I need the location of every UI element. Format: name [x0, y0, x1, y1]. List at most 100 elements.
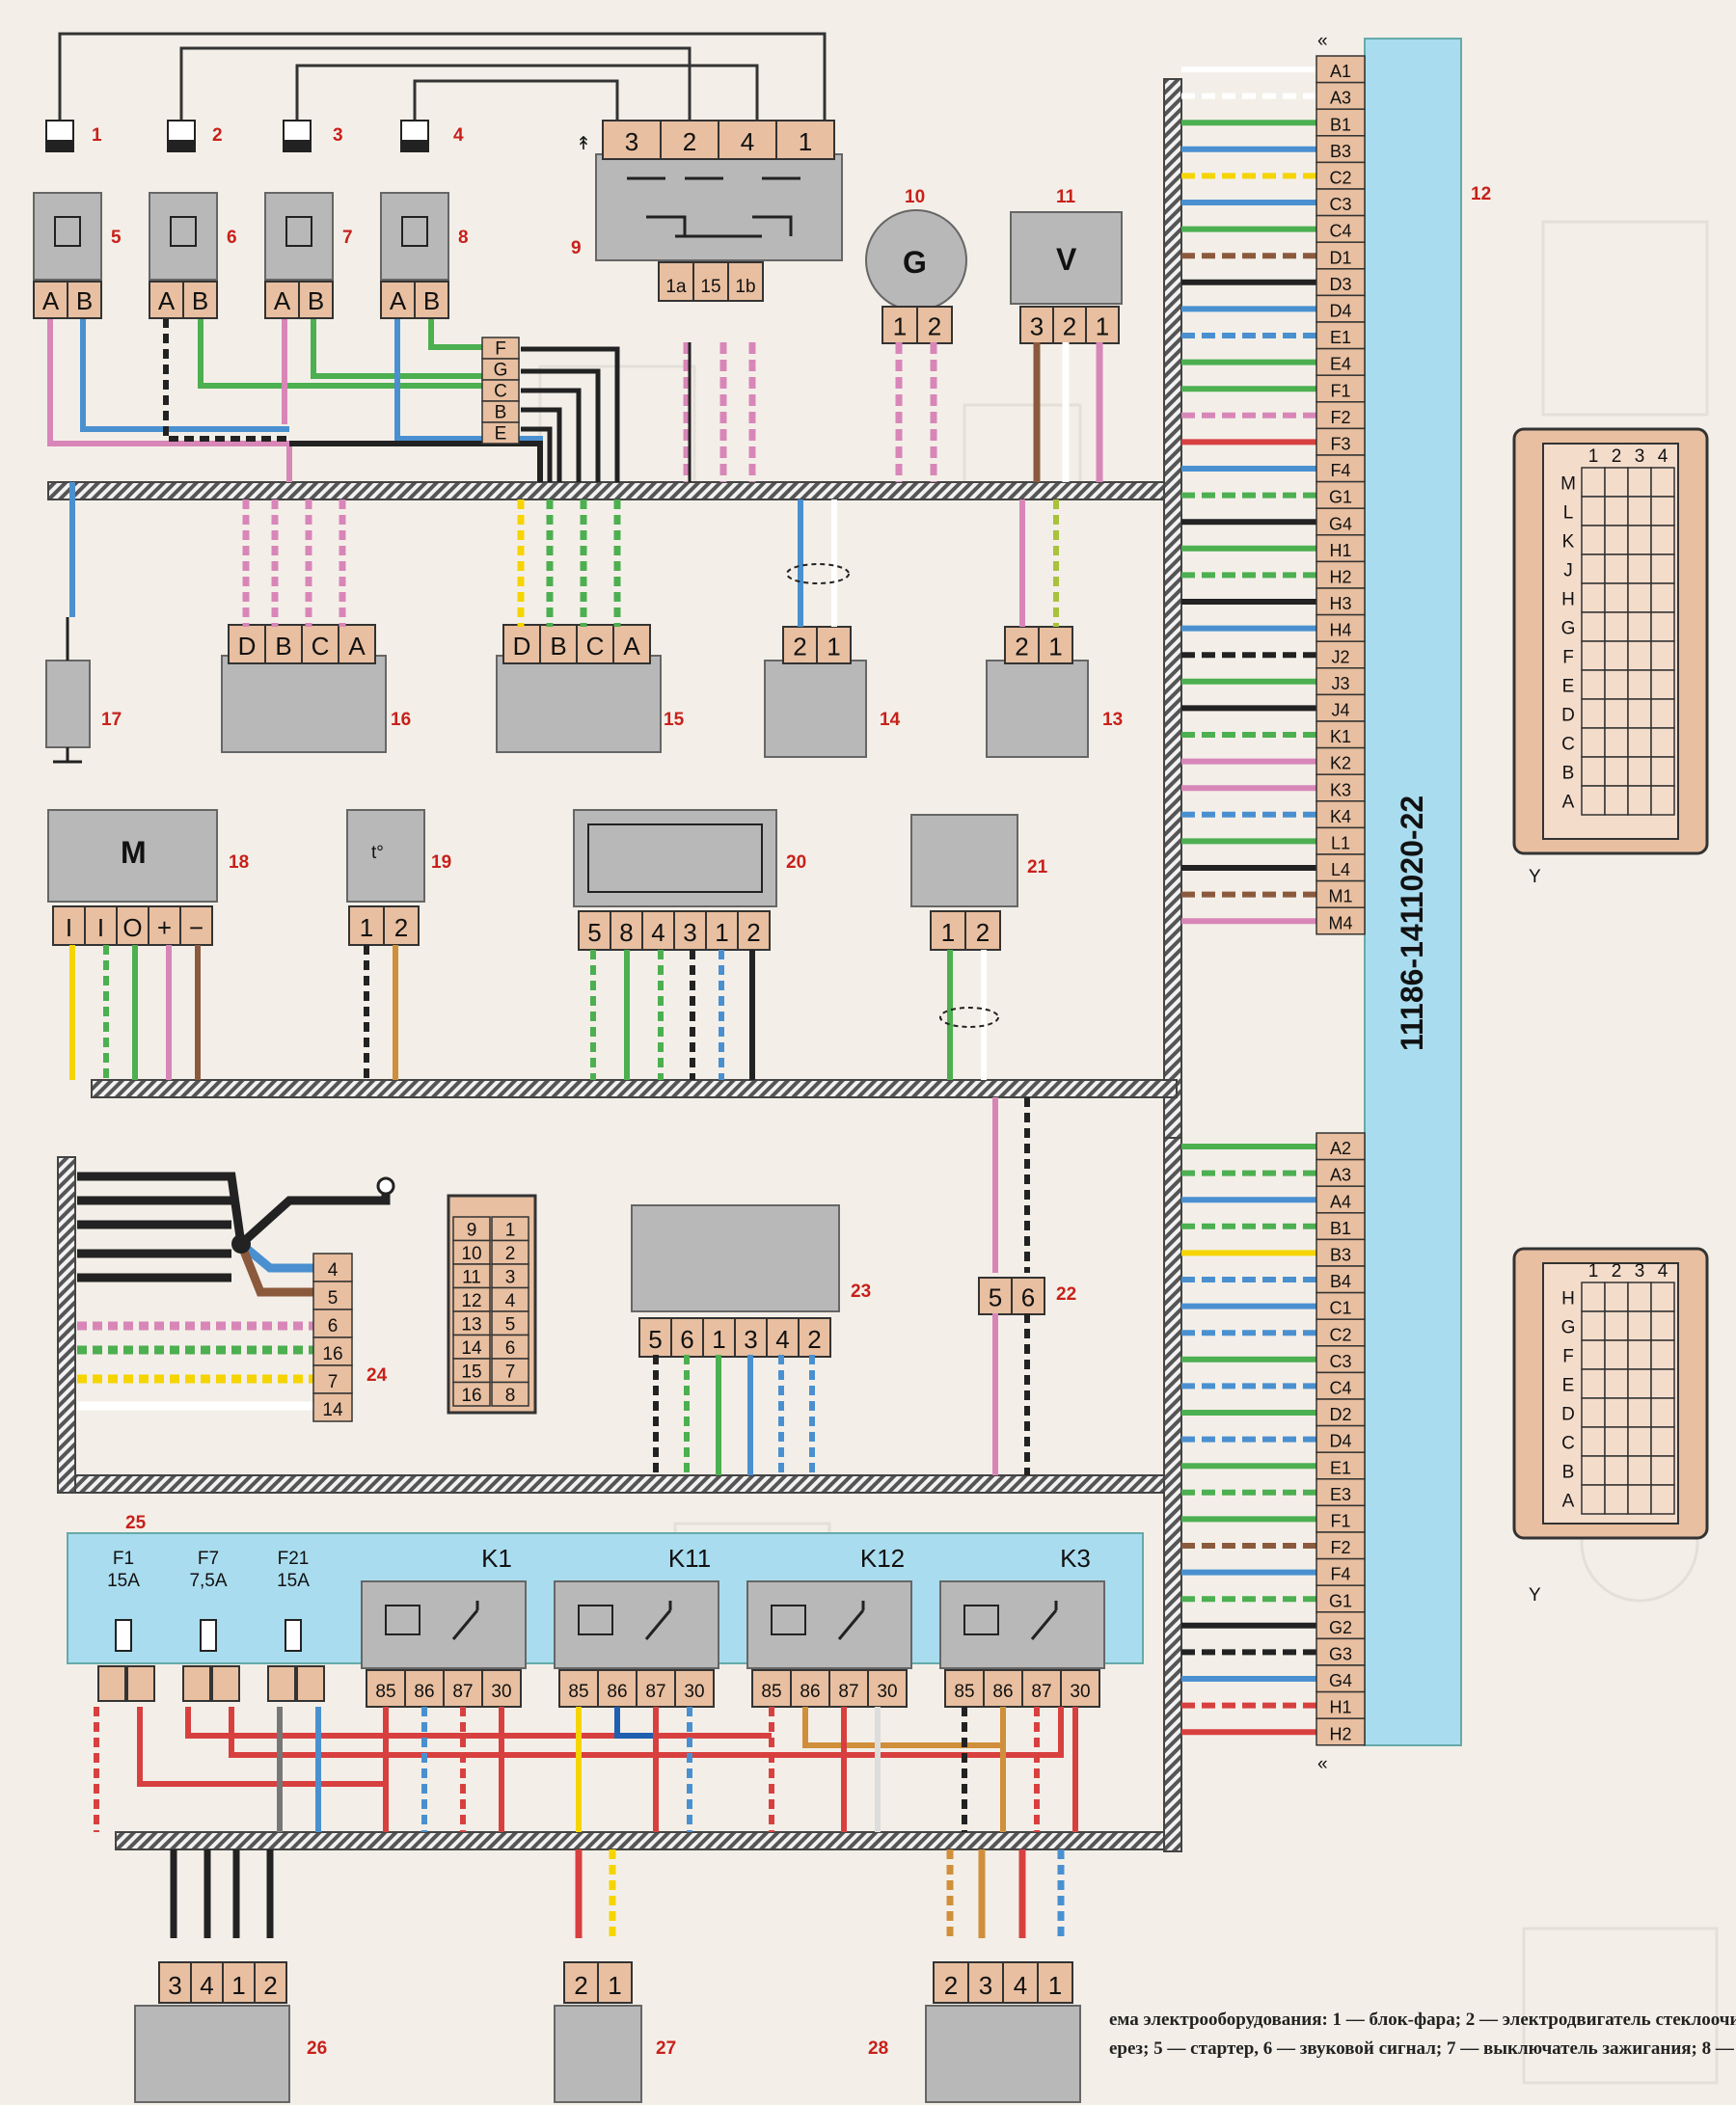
- ecu-top-pin: E4: [1330, 355, 1351, 374]
- face-row-label: C: [1561, 735, 1575, 755]
- component-26-pin: 4: [200, 1971, 213, 2000]
- component-16-pin: A: [348, 632, 366, 661]
- relay-name: K12: [860, 1544, 905, 1573]
- ecu-bottom-pin: A4: [1330, 1192, 1351, 1211]
- caption-line-2: ерез; 5 — стартер, 6 — звуковой сигнал; …: [1109, 2038, 1736, 2059]
- ground-symbol-icon: «: [1317, 1754, 1328, 1774]
- ecu-bottom-pin: B3: [1330, 1245, 1351, 1264]
- component-24-number: 24: [366, 1365, 388, 1386]
- fuse-name: F21: [278, 1549, 310, 1569]
- component-15-number: 15: [664, 710, 685, 730]
- relay-pin: 86: [607, 1682, 627, 1702]
- ecu-top-pin: C4: [1329, 222, 1351, 241]
- ecu-panel: [1364, 38, 1462, 1746]
- component-20-number: 20: [786, 852, 806, 873]
- component-1-number: 1: [92, 125, 102, 146]
- ecu-top-pin: H3: [1329, 594, 1351, 613]
- face-row-label: L: [1563, 503, 1574, 524]
- component-17-number: 17: [101, 710, 122, 730]
- ecu-top-pin: C2: [1329, 168, 1351, 187]
- component-26-pin: 2: [263, 1971, 277, 2000]
- ecu-bottom-pin: H1: [1329, 1698, 1351, 1717]
- ecu-pins-top: A1A3B1B3C2C3C4D1D3D4E1E4F1F2F3F4G1G4H1H2…: [1316, 55, 1366, 935]
- ecu-top-pin: A1: [1330, 62, 1351, 81]
- component-15-pin: C: [586, 632, 605, 661]
- ecu-top-pin: J3: [1331, 674, 1349, 693]
- ecu-top-pin: E1: [1330, 328, 1351, 347]
- component-16-number: 16: [391, 710, 411, 730]
- component-26-number: 26: [307, 2038, 327, 2059]
- ecu-bottom-pin: F2: [1330, 1538, 1350, 1557]
- ecu-top-pin: J4: [1331, 700, 1349, 719]
- component-23-number: 23: [851, 1282, 871, 1302]
- ecu-top-pin: D1: [1329, 248, 1351, 267]
- component-23-pin: 5: [648, 1325, 662, 1354]
- ecu-top-pin: L1: [1331, 833, 1350, 852]
- ecu-top-pin: L4: [1331, 860, 1350, 879]
- face-row-label: B: [1562, 1463, 1575, 1483]
- component-20-pin: 3: [683, 918, 696, 947]
- component-8-number: 8: [458, 228, 469, 248]
- component-9-top-pin: 2: [683, 127, 696, 156]
- component-9-bottom-pin: 1a: [665, 277, 687, 297]
- component-24-pin: 4: [328, 1260, 339, 1281]
- relay-pin: 87: [1031, 1682, 1051, 1702]
- ecu-bottom-pin: G4: [1329, 1671, 1352, 1690]
- component-18-pin: −: [189, 913, 203, 942]
- relay-pin: 30: [684, 1682, 704, 1702]
- relay-pin: 87: [452, 1682, 473, 1702]
- relay-pin: 86: [414, 1682, 434, 1702]
- ecu-top-pin: J2: [1331, 647, 1349, 666]
- injector-top-wires: [58, 32, 827, 121]
- component-11-symbol: V: [1056, 242, 1077, 277]
- fuse-name: F1: [113, 1549, 134, 1569]
- component-10-symbol: G: [903, 245, 927, 280]
- component-9-side-pin: E: [495, 424, 507, 445]
- relay-coil-icon: [385, 1605, 420, 1635]
- component-13-number: 13: [1102, 710, 1123, 730]
- component-19-number: 19: [431, 852, 451, 873]
- diagnostic-left-pin: 12: [461, 1291, 481, 1311]
- relay-name: K1: [481, 1544, 512, 1573]
- ecu-top-pin: F2: [1330, 408, 1350, 427]
- ground-symbol-icon: «: [1317, 31, 1328, 51]
- ecu-wires-bottom: [1181, 1144, 1316, 1736]
- diagnostic-right-pin: 5: [505, 1315, 516, 1336]
- component-5-number: 5: [111, 228, 122, 248]
- component-23-pin: 3: [744, 1325, 757, 1354]
- ecu-bottom-pin: D2: [1329, 1405, 1351, 1424]
- diagnostic-left-pin: 9: [467, 1221, 477, 1241]
- component-11-pin: 1: [1096, 312, 1109, 341]
- ecu-bottom-pin: C1: [1329, 1299, 1351, 1318]
- component-3-number: 3: [333, 125, 343, 146]
- component-9-side-pin: C: [494, 382, 507, 402]
- component-27-pin: 1: [608, 1971, 621, 2000]
- component-20-pin: 5: [587, 918, 601, 947]
- component-16-pin: D: [238, 632, 257, 661]
- component-14-number: 14: [880, 710, 901, 730]
- component-8-pin: A: [390, 286, 407, 315]
- diagnostic-right-pin: 2: [505, 1244, 516, 1264]
- caption-line-1: ема электрооборудования: 1 — блок-фара; …: [1109, 2010, 1736, 2030]
- relay-pin: 86: [800, 1682, 820, 1702]
- face-col-label: 2: [1612, 1261, 1622, 1282]
- component-4-number: 4: [453, 125, 464, 146]
- ecu-top-pin: G1: [1329, 488, 1352, 507]
- ecu-top-pin: F4: [1330, 461, 1350, 480]
- component-23-pin: 2: [807, 1325, 821, 1354]
- ecu-top-pin: F3: [1330, 434, 1350, 453]
- face-row-label: A: [1562, 1492, 1575, 1512]
- component-17: 17: [45, 617, 122, 764]
- diagnostic-left-pin: 11: [462, 1268, 481, 1288]
- relay-name: K3: [1060, 1544, 1091, 1573]
- face-col-label: 3: [1635, 446, 1645, 467]
